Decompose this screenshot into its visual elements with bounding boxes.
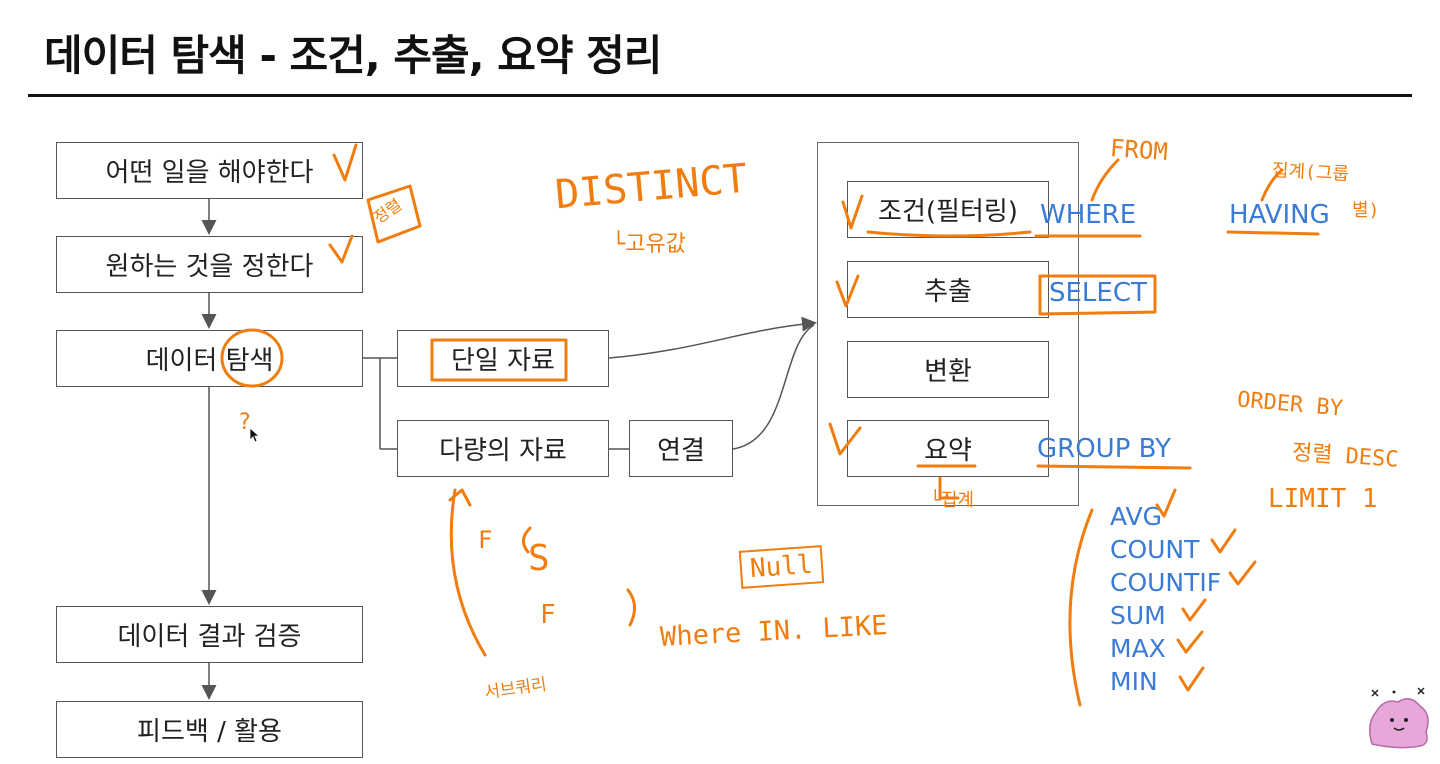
multi-data-label: 다량의 자료 [439, 436, 567, 466]
note-f2: F [540, 600, 556, 630]
flow-step-verify: 데이터 결과 검증 [56, 606, 363, 663]
note-having-1: 집계(그룹 [1271, 159, 1350, 186]
flow-step-verify-label: 데이터 결과 검증 [117, 622, 302, 652]
note-f1: F [478, 526, 493, 554]
note-summary-aggregate: └집계 [930, 490, 974, 511]
aggregate-countif: COUNTIF [1110, 568, 1222, 597]
aggregate-min: MIN [1110, 667, 1158, 696]
operations-frame [817, 142, 1079, 506]
transform-label: 변환 [924, 357, 972, 387]
join-label: 연결 [657, 436, 705, 466]
flow-step-explore-label: 데이터 탐색 [145, 346, 274, 376]
flow-step-task-label: 어떤 일을 해야한다 [105, 158, 314, 188]
mascot-icon [1369, 687, 1429, 749]
note-null: Null [738, 545, 824, 589]
title-underline [28, 94, 1412, 97]
single-data-label: 단일 자료 [451, 346, 555, 376]
condition-label: 조건(필터링) [878, 197, 1018, 227]
group-by-keyword: GROUP BY [1037, 434, 1171, 464]
join-box: 연결 [629, 420, 733, 477]
note-having-2: 별) [1352, 200, 1380, 221]
flow-step-explore: 데이터 탐색 [56, 330, 363, 387]
transform-box: 변환 [847, 341, 1049, 398]
aggregate-sum: SUM [1110, 601, 1166, 630]
note-question: ? [238, 410, 252, 435]
flow-step-goal: 원하는 것을 정한다 [56, 236, 363, 293]
flow-step-goal-label: 원하는 것을 정한다 [105, 252, 314, 282]
note-limit: LIMIT 1 [1268, 484, 1378, 514]
multi-data-box: 다량의 자료 [397, 420, 609, 477]
select-keyword: SELECT [1049, 278, 1147, 308]
aggregate-max: MAX [1110, 634, 1166, 663]
page-title: 데이터 탐색 - 조건, 추출, 요약 정리 [44, 31, 662, 80]
note-s: S [528, 538, 550, 579]
flow-step-task: 어떤 일을 해야한다 [56, 142, 363, 199]
extract-label: 추출 [924, 277, 972, 307]
note-from: FROM [1109, 134, 1169, 166]
extract-box: 추출 [847, 261, 1049, 318]
where-keyword: WHERE [1040, 200, 1137, 230]
having-keyword: HAVING [1229, 200, 1330, 230]
aggregate-list: AVG COUNT COUNTIF SUM MAX MIN [1110, 500, 1221, 698]
summary-box: 요약 [847, 420, 1049, 477]
aggregate-avg: AVG [1110, 502, 1162, 531]
mouse-cursor-icon [249, 427, 261, 443]
note-distinct-unique: └고유값 [612, 232, 686, 257]
summary-label: 요약 [924, 436, 972, 466]
flow-step-feedback-label: 피드백 / 활용 [137, 717, 282, 747]
condition-box: 조건(필터링) [847, 181, 1049, 238]
aggregate-count: COUNT [1110, 535, 1200, 564]
single-data-box: 단일 자료 [397, 330, 609, 387]
flow-step-feedback: 피드백 / 활용 [56, 701, 363, 758]
